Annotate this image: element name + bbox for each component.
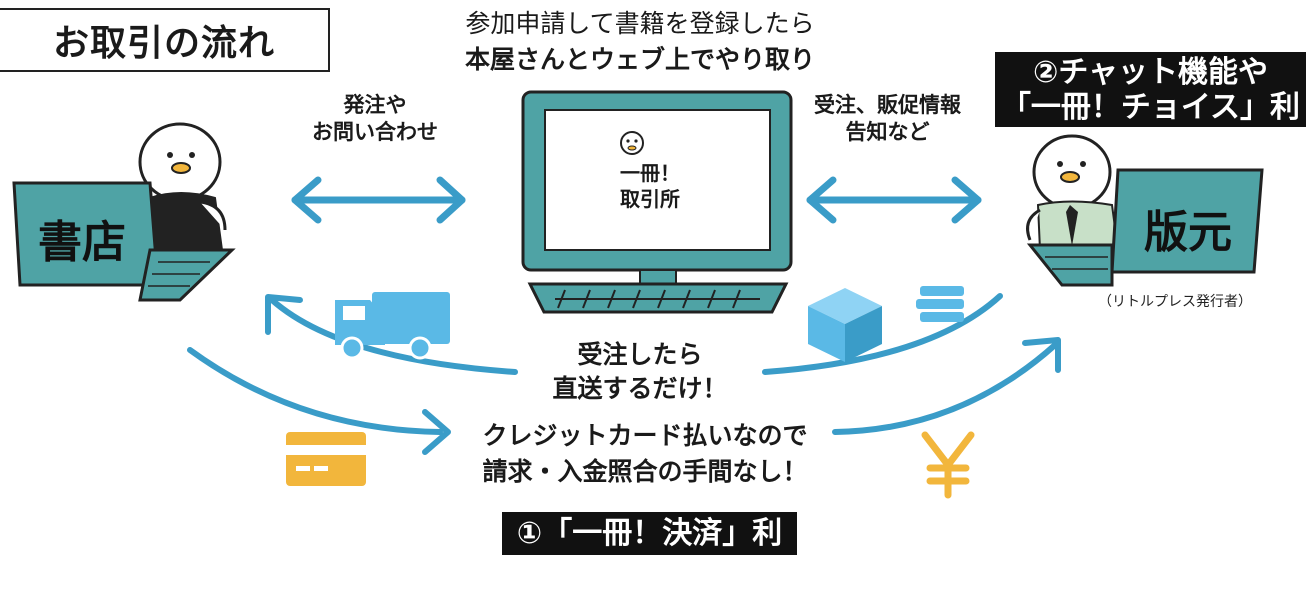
shipping-text-line1: 受注したら [577, 340, 703, 369]
right-arrow-label-line2: 告知など [845, 120, 930, 144]
payment-text-line1: クレジットカード払いなので [482, 421, 808, 450]
publisher-label: 版元 [1144, 207, 1232, 258]
character-icon [1026, 134, 1120, 251]
shipping-text-line2: 直送するだけ！ [552, 374, 728, 403]
truck-icon [335, 292, 450, 360]
shipping-text: 受注したら 直送するだけ！ [495, 338, 785, 406]
screen-text: 一冊！ 取引所 [595, 160, 705, 212]
payment-text: クレジットカード払いなので 請求・入金照合の手間なし！ [445, 418, 845, 490]
credit-card-icon [286, 432, 366, 486]
character-icon [138, 122, 227, 251]
laptop-icon [12, 181, 236, 302]
center-heading-line1: 参加申請して書籍を登録したら [465, 9, 815, 38]
bookstore-label: 書店 [38, 217, 126, 268]
left-arrow-label-line2: お問い合わせ [312, 120, 438, 144]
books-icon [916, 286, 964, 322]
feature-payment-box: ①「一冊！決済」利用 [502, 512, 797, 594]
feature-chat-line2: 「一冊！チョイス」利用 [1000, 90, 1301, 160]
feature-chat-box: ②チャット機能や 「一冊！チョイス」利用 [995, 52, 1306, 160]
right-arrow-label-line1: 受注、販促情報 [814, 93, 961, 117]
yen-icon [921, 431, 975, 499]
feature-chat-line1: ②チャット機能や [1032, 55, 1269, 90]
center-heading: 参加申請して書籍を登録したら 本屋さんとウェブ上でやり取り [400, 6, 880, 78]
double-arrow-icon [291, 176, 466, 224]
publisher-note: （リトルプレス発行者） [1098, 294, 1252, 310]
flow-illustration [12, 90, 1264, 499]
page-title: お取引の流れ [0, 8, 330, 72]
computer-icon [521, 90, 793, 314]
double-arrow-icon [806, 176, 982, 224]
screen-text-line1: 一冊！ [620, 161, 680, 185]
left-arrow-label: 発注や お問い合わせ [290, 92, 460, 146]
laptop-icon [1026, 168, 1264, 287]
left-arrow-label-line1: 発注や [343, 93, 407, 117]
payment-text-line2: 請求・入金照合の手間なし！ [482, 457, 808, 486]
right-arrow-label: 受注、販促情報 告知など [795, 92, 980, 146]
box-icon [808, 288, 882, 362]
center-heading-line2: 本屋さんとウェブ上でやり取り [464, 45, 815, 74]
screen-text-line2: 取引所 [620, 187, 680, 211]
